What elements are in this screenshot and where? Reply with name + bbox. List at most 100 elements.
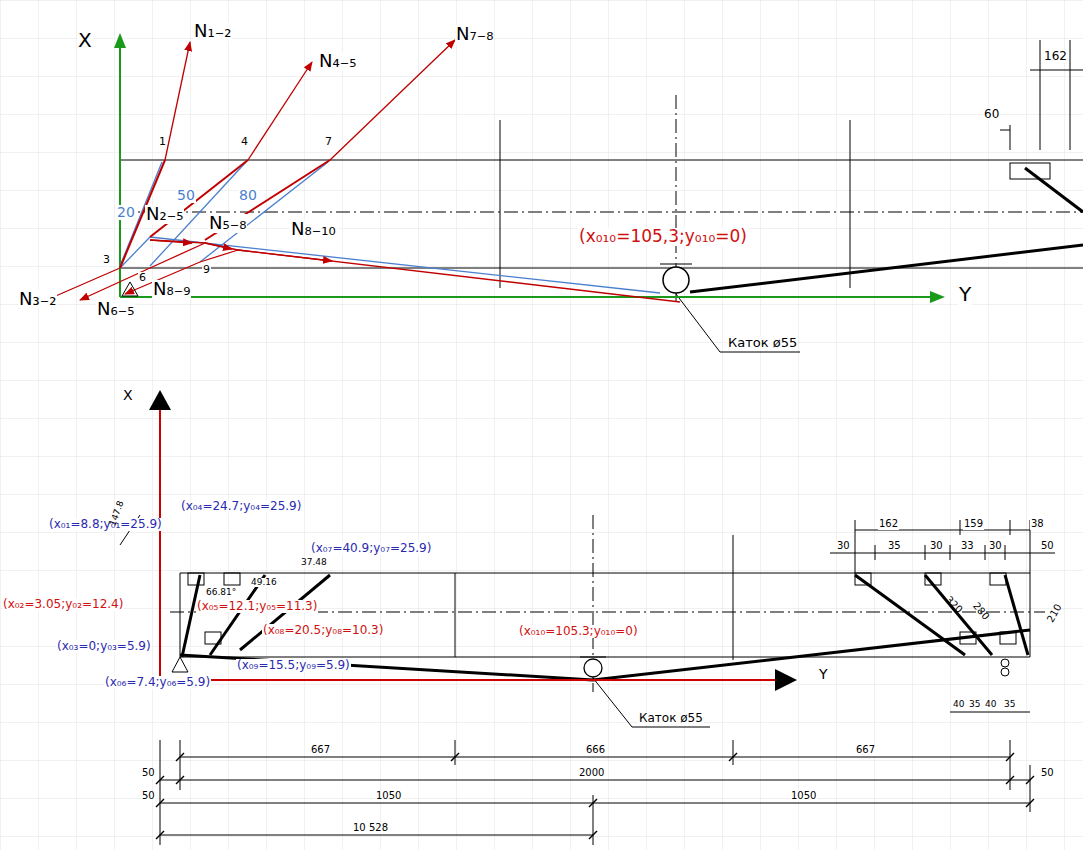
- drawing-part: [930, 291, 945, 303]
- drawing-part: [180, 573, 1030, 574]
- drawing-label: 3: [102, 254, 111, 266]
- drawing-part: [120, 160, 1083, 161]
- drawing-part: [1006, 753, 1014, 761]
- drawing-part: [690, 245, 1083, 292]
- drawing-part: [1026, 799, 1034, 807]
- drawing-part: [180, 757, 1010, 758]
- drawing-part: [205, 243, 232, 249]
- drawing-label: 60: [983, 108, 1000, 121]
- drawing-part: [160, 679, 777, 681]
- drawing-part: [205, 632, 221, 644]
- drawing-part: [855, 520, 856, 573]
- drawing-part: [180, 573, 181, 657]
- drawing-label: N₆₋₅: [96, 300, 135, 319]
- drawing-label: 10 528: [352, 823, 389, 834]
- drawing-part: [120, 296, 930, 298]
- drawing-part: [160, 740, 161, 845]
- drawing-label: 37.48: [300, 558, 328, 567]
- drawing-part: [120, 40, 1083, 352]
- drawing-label: Каток ø55: [638, 712, 704, 725]
- drawing-part: [122, 282, 138, 296]
- drawing-label: 49.16: [250, 578, 278, 587]
- drawing-label: N₂₋₅: [145, 205, 184, 224]
- drawing-part: [1026, 776, 1034, 784]
- drawing-part: [1000, 130, 1010, 131]
- drawing-label: 162: [1043, 50, 1068, 63]
- drawing-label: 35: [1003, 700, 1016, 709]
- drawing-part: [172, 657, 188, 672]
- drawing-label: (x₀₁=8.8;y₀₁=25.9): [48, 518, 163, 531]
- drawing-part: [960, 632, 976, 644]
- drawing-part: [855, 575, 965, 655]
- drawing-label: 1050: [790, 791, 817, 802]
- drawing-label: (x₀₆=7.4;y₀₆=5.9): [104, 676, 211, 689]
- drawing-label: 667: [310, 745, 331, 756]
- drawing-part: [455, 573, 456, 657]
- drawing-part: [733, 535, 734, 660]
- drawing-label: 30: [929, 541, 944, 552]
- drawing-label: Y: [958, 284, 972, 305]
- drawing-part: [156, 799, 164, 807]
- drawing-part: [584, 659, 602, 677]
- drawing-label: 7: [324, 136, 333, 148]
- drawing-label: N₄₋₅: [318, 52, 357, 71]
- drawing-label: (x₀₂=3.05;y₀₂=12.4): [2, 598, 124, 611]
- drawing-label: (x₀₁₀=105,3;y₀₁₀=0): [578, 228, 748, 246]
- drawing-part: [1040, 40, 1041, 150]
- drawing-part: [160, 408, 777, 680]
- drawing-label: 40: [984, 700, 997, 709]
- drawing-label: 1: [158, 136, 167, 148]
- drawing-part: [180, 657, 1030, 658]
- drawing-part: [159, 408, 161, 680]
- drawing-label: 50: [1040, 541, 1055, 552]
- drawing-label: X: [77, 30, 93, 51]
- drawing-part: [120, 237, 150, 268]
- drawing-label: N₅₋₈: [208, 214, 247, 233]
- drawing-part: [676, 294, 720, 352]
- drawing-part: [119, 48, 121, 297]
- drawing-part: [1000, 632, 1016, 644]
- drawing-part: [950, 545, 951, 560]
- drawing-part: [120, 268, 1083, 269]
- drawing-label: (x₀₇=40.9;y₀₇=25.9): [310, 542, 432, 555]
- drawing-part: [200, 162, 328, 262]
- drawing-part: [960, 520, 961, 535]
- drawing-part: [1001, 668, 1009, 676]
- drawing-part: [160, 780, 1030, 781]
- drawing-part: [160, 803, 1030, 804]
- drawing-label: (x₀₅=12.1;y₀₅=11.3): [196, 600, 318, 613]
- drawing-label: (x₀₉=15.5;y₀₉=5.9): [236, 659, 351, 672]
- drawing-part: [660, 264, 692, 265]
- drawing-label: 162: [878, 519, 899, 530]
- drawing-label: N₈₋₉: [152, 280, 191, 299]
- drawing-part: [149, 390, 171, 410]
- drawing-part: [580, 657, 606, 658]
- drawing-part: [150, 240, 205, 243]
- drawing-label: 30: [988, 541, 1003, 552]
- drawing-label: 9: [202, 264, 211, 276]
- drawing-part: [855, 573, 871, 585]
- drawing-part: [122, 282, 138, 296]
- drawing-part: [188, 573, 204, 585]
- drawing-label: N₇₋₈: [455, 25, 494, 44]
- drawing-part: [589, 831, 597, 839]
- drawing-part: [451, 753, 459, 761]
- drawing-label: N₁₋₂: [193, 22, 232, 41]
- drawing-part: [830, 553, 1055, 554]
- drawing-part: [114, 33, 126, 48]
- drawing-label: N₈₋₁₀: [290, 220, 337, 239]
- drawing-part: [985, 545, 986, 560]
- drawing-part: [500, 120, 501, 288]
- drawing-label: 80: [238, 188, 258, 203]
- drawing-part: [733, 740, 734, 765]
- drawing-part: [1005, 545, 1006, 560]
- drawing-label: 159: [963, 519, 984, 530]
- drawing-part: [925, 575, 992, 655]
- drawing-part: [248, 62, 312, 160]
- drawing-part: [114, 33, 945, 303]
- drawing-label: 35: [887, 541, 902, 552]
- drawing-part: [156, 831, 164, 839]
- drawing-part: [1030, 70, 1083, 71]
